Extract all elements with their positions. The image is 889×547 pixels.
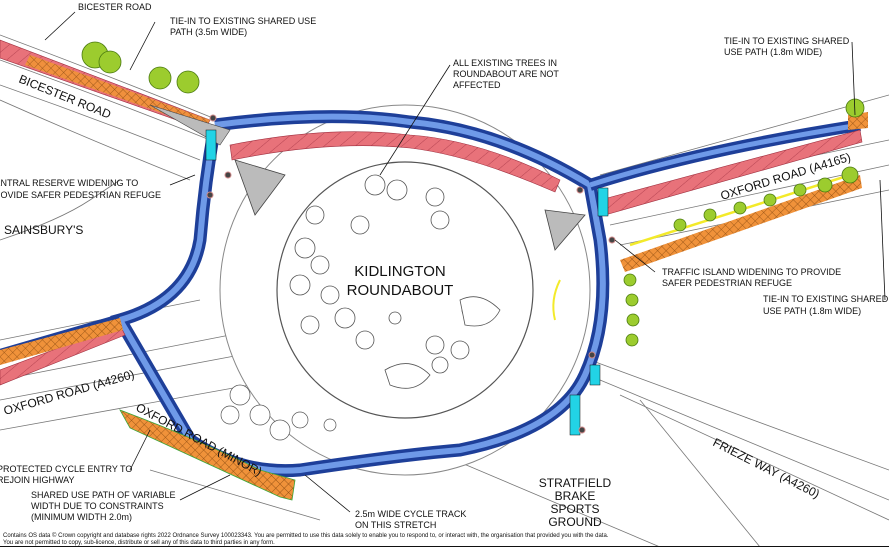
note-cycle-track: 2.5m WIDE CYCLE TRACK ON THIS STRETCH: [355, 509, 466, 530]
green-trees: [81, 41, 865, 347]
note-trees: ALL EXISTING TREES IN ROUNDABOUT ARE NOT…: [453, 58, 559, 90]
note-tie-in-1-8m-top: TIE-IN TO EXISTING SHARED USE PATH (1.8m…: [724, 36, 850, 57]
note-line: TIE-IN TO EXISTING SHARED: [724, 36, 850, 46]
note-line: (MINIMUM WIDTH 2.0m): [31, 512, 132, 522]
trees-minor-road: [220, 384, 337, 441]
carriageway-lines: [0, 34, 889, 547]
note-traffic-island: TRAFFIC ISLAND WIDENING TO PROVIDE SAFER…: [662, 267, 841, 288]
central-island: [276, 161, 534, 419]
note-line: ON THIS STRETCH: [355, 520, 436, 530]
note-line: USE PATH (1.8m WIDE): [763, 306, 861, 316]
stratfield-line: STRATFIELD: [539, 476, 612, 490]
place-sainsburys: SAINSBURY'S: [4, 223, 83, 237]
note-line: ALL EXISTING TREES IN: [453, 58, 557, 68]
note-line: SAFER PEDESTRIAN REFUGE: [662, 278, 792, 288]
stratfield-line: BRAKE: [555, 489, 596, 503]
note-line: PROVIDE SAFER PEDESTRIAN REFUGE: [0, 190, 161, 200]
traffic-island-refuge: [544, 209, 586, 251]
note-line: SHARED USE PATH OF VARIABLE: [31, 490, 176, 500]
note-line: ROUNDABOUT ARE NOT: [453, 69, 559, 79]
note-line: PATH (3.5m WIDE): [170, 27, 247, 37]
place-stratfield: STRATFIELD BRAKE SPORTS GROUND: [539, 476, 612, 529]
central-reserve-refuge: [234, 159, 286, 216]
road-label-bicester-top: BICESTER ROAD: [78, 2, 152, 12]
road-label-frieze-way: FRIEZE WAY (A4260): [711, 435, 822, 501]
note-line: PROTECTED CYCLE ENTRY TO: [0, 464, 132, 474]
traffic-signals: [206, 114, 616, 434]
note-line: TIE-IN TO EXISTING SHARED: [763, 294, 889, 304]
note-line: USE PATH (1.8m WIDE): [724, 47, 822, 57]
note-central-reserve: CENTRAL RESERVE WIDENING TO PROVIDE SAFE…: [0, 178, 161, 200]
stratfield-line: SPORTS: [550, 502, 599, 516]
note-line: AFFECTED: [453, 80, 501, 90]
footway-north: [229, 131, 561, 193]
copyright-notice: Contains OS data © Crown copyright and d…: [3, 532, 609, 546]
existing-trees: [289, 174, 501, 389]
roundabout-title-line2: ROUNDABOUT: [347, 282, 454, 299]
note-line: TRAFFIC ISLAND WIDENING TO PROVIDE: [662, 267, 841, 277]
shared-path-east: [620, 175, 862, 272]
note-line: CENTRAL RESERVE WIDENING TO: [0, 178, 138, 188]
copyright-line: You are not permitted to copy, sub-licen…: [3, 540, 275, 546]
roundabout-title-line1: KIDLINGTON: [354, 263, 445, 280]
copyright-line: Contains OS data © Crown copyright and d…: [3, 532, 609, 539]
note-line: TIE-IN TO EXISTING SHARED USE: [170, 16, 316, 26]
note-line: REJOIN HIGHWAY: [0, 475, 75, 485]
note-line: WIDTH DUE TO CONSTRAINTS: [31, 501, 164, 511]
shared-path-west: [0, 318, 123, 365]
note-tie-in-1-8m-right: TIE-IN TO EXISTING SHARED USE PATH (1.8m…: [763, 294, 889, 316]
note-line: 2.5m WIDE CYCLE TRACK: [355, 509, 466, 519]
shared-path-minor: [119, 409, 296, 501]
leader-lines: [44, 11, 886, 513]
note-shared-use-variable: SHARED USE PATH OF VARIABLE WIDTH DUE TO…: [31, 490, 176, 522]
road-label-oxford-minor: OXFORD ROAD (MINOR): [134, 400, 265, 478]
toucan-crossings: [205, 129, 609, 436]
stratfield-line: GROUND: [548, 515, 602, 529]
note-protected-cycle: PROTECTED CYCLE ENTRY TO REJOIN HIGHWAY: [0, 464, 132, 485]
note-tie-in-3-5m: TIE-IN TO EXISTING SHARED USE PATH (3.5m…: [170, 16, 316, 37]
